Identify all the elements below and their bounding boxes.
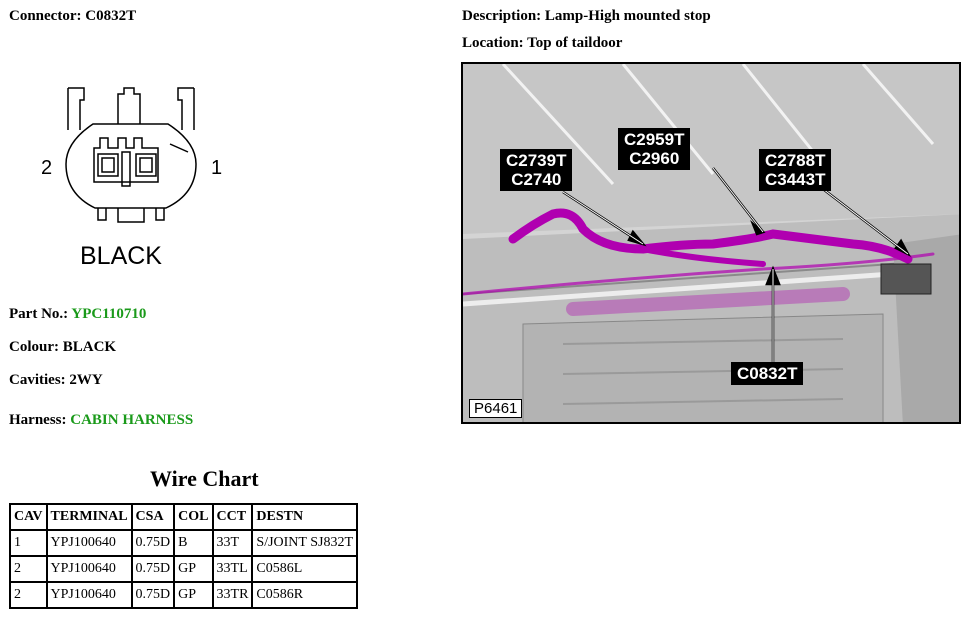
callout-line: C0832T xyxy=(737,364,798,383)
harness-label: Harness: xyxy=(9,412,67,428)
connector-face-drawing: 2 1 BLACK xyxy=(41,87,222,270)
callout-line: C2960 xyxy=(629,149,680,168)
cavities-field: Cavities: 2WY xyxy=(9,372,103,389)
location-value: Top of taildoor xyxy=(527,35,623,51)
cell-cav: 1 xyxy=(11,531,46,555)
location-label: Location: xyxy=(462,35,524,51)
cell-csa: 0.75D xyxy=(132,531,174,555)
cell-terminal: YPJ100640 xyxy=(47,583,131,607)
cell-cct: 33T xyxy=(213,531,252,555)
cavities-label: Cavities: xyxy=(9,372,66,388)
pin-2-label: 2 xyxy=(41,157,52,179)
wire-chart-table: CAV TERMINAL CSA COL CCT DESTN 1 YPJ1006… xyxy=(9,503,358,609)
colour-field: Colour: BLACK xyxy=(9,339,116,356)
harness-field: Harness: CABIN HARNESS xyxy=(9,412,193,429)
callout-c2739t-c2740: C2739T C2740 xyxy=(500,149,573,191)
callout-c2959t-c2960: C2959T C2960 xyxy=(618,128,691,170)
cell-col: GP xyxy=(175,583,212,607)
part-no-label: Part No.: xyxy=(9,306,69,322)
header-destn: DESTN xyxy=(253,505,356,529)
header-cct: CCT xyxy=(213,505,252,529)
connector-colour-text: BLACK xyxy=(80,242,162,270)
connector-value: C0832T xyxy=(85,8,137,24)
description-value: Lamp-High mounted stop xyxy=(544,8,711,24)
location-field: Location: Top of taildoor xyxy=(462,35,622,52)
table-row: 1 YPJ100640 0.75D B 33T S/JOINT SJ832T xyxy=(11,531,356,555)
cell-terminal: YPJ100640 xyxy=(47,531,131,555)
cell-destn: C0586L xyxy=(253,557,356,581)
cell-destn: S/JOINT SJ832T xyxy=(253,531,356,555)
cell-col: B xyxy=(175,531,212,555)
cell-destn: C0586R xyxy=(253,583,356,607)
description-label: Description: xyxy=(462,8,542,24)
header-col: COL xyxy=(175,505,212,529)
cell-cav: 2 xyxy=(11,583,46,607)
callout-line: C3443T xyxy=(765,170,826,189)
cavities-value: 2WY xyxy=(69,372,103,388)
photo-id-label: P6461 xyxy=(469,399,523,418)
part-no-field: Part No.: YPC110710 xyxy=(9,306,146,323)
cell-terminal: YPJ100640 xyxy=(47,557,131,581)
cell-csa: 0.75D xyxy=(132,583,174,607)
description-field: Description: Lamp-High mounted stop xyxy=(462,8,711,25)
header-csa: CSA xyxy=(132,505,174,529)
part-no-value: YPC110710 xyxy=(71,306,147,322)
callout-c0832t: C0832T xyxy=(731,362,804,385)
callout-line: C2740 xyxy=(511,170,562,189)
connector-label: Connector: xyxy=(9,8,82,24)
table-header-row: CAV TERMINAL CSA COL CCT DESTN xyxy=(11,505,356,529)
cell-cav: 2 xyxy=(11,557,46,581)
callout-c2788t-c3443t: C2788T C3443T xyxy=(759,149,832,191)
callout-line: C2739T xyxy=(506,151,567,170)
vehicle-roof-illustration xyxy=(463,64,959,422)
connector-field: Connector: C0832T xyxy=(9,8,136,25)
table-row: 2 YPJ100640 0.75D GP 33TR C0586R xyxy=(11,583,356,607)
pin-1-label: 1 xyxy=(211,157,222,179)
harness-value: CABIN HARNESS xyxy=(70,412,194,428)
callout-line: C2788T xyxy=(765,151,826,170)
colour-label: Colour: xyxy=(9,339,59,355)
location-photo: C2739T C2740 C2959T C2960 C2788T C3443T … xyxy=(461,62,961,424)
cell-cct: 33TL xyxy=(213,557,252,581)
header-cav: CAV xyxy=(11,505,46,529)
table-row: 2 YPJ100640 0.75D GP 33TL C0586L xyxy=(11,557,356,581)
cell-col: GP xyxy=(175,557,212,581)
colour-value: BLACK xyxy=(62,339,117,355)
cell-cct: 33TR xyxy=(213,583,252,607)
callout-line: C2959T xyxy=(624,130,685,149)
wire-chart-title: Wire Chart xyxy=(150,466,259,491)
cell-csa: 0.75D xyxy=(132,557,174,581)
header-terminal: TERMINAL xyxy=(47,505,131,529)
